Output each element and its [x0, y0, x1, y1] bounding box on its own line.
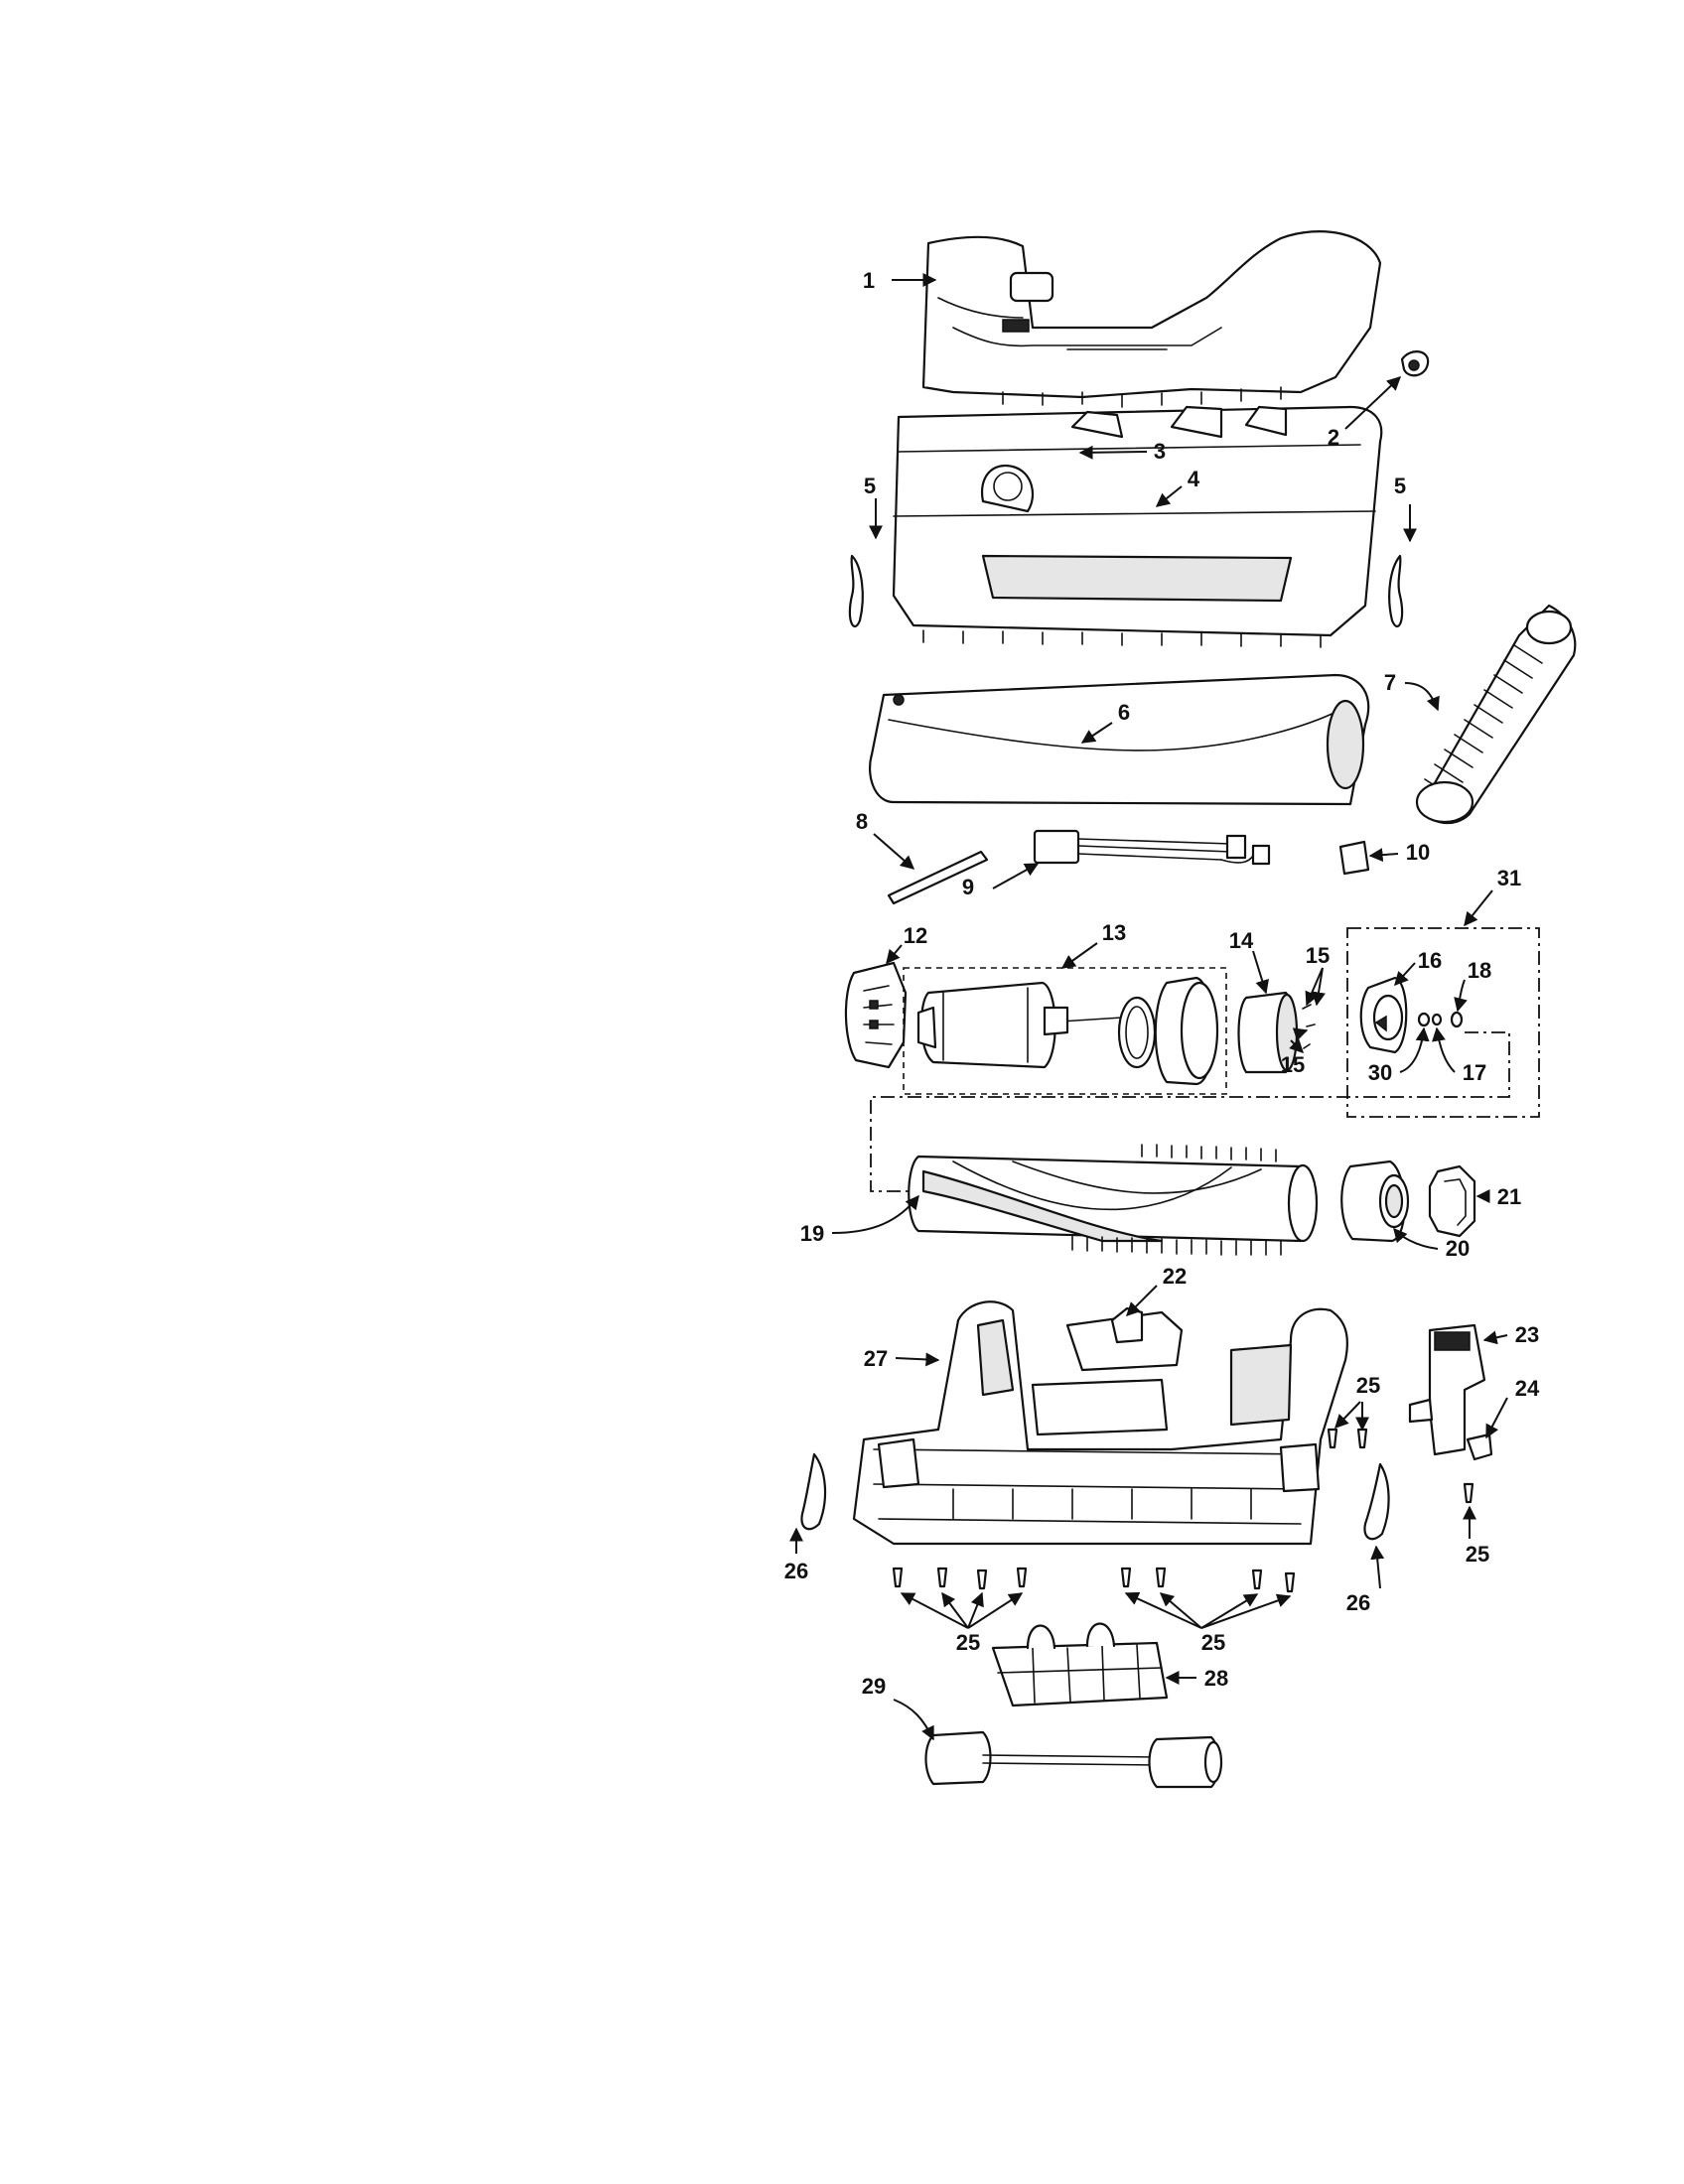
part-18-ring	[1450, 1011, 1464, 1028]
callout-14: 14	[1229, 928, 1254, 953]
part-1-hood	[921, 230, 1382, 408]
part-16-end-cap	[1359, 976, 1408, 1054]
part-23-latch	[1408, 1323, 1486, 1456]
callout-19: 19	[800, 1221, 824, 1246]
callout-3: 3	[1154, 439, 1166, 464]
part-5-right-clip	[1388, 554, 1404, 628]
callout-2: 2	[1328, 425, 1339, 450]
part-27-base	[852, 1300, 1348, 1546]
callout-5-left: 5	[864, 474, 876, 498]
part-13-motor-assembly	[903, 967, 1227, 1095]
callout-25-bottom-left: 25	[956, 1630, 980, 1655]
callout-26-right: 26	[1346, 1590, 1370, 1615]
part-2-clip	[1400, 350, 1430, 377]
callout-17: 17	[1463, 1060, 1486, 1085]
callout-25-right-upper: 25	[1356, 1373, 1380, 1398]
part-14-bearing-cup	[1237, 991, 1299, 1074]
callout-25-right-lower: 25	[1466, 1542, 1489, 1567]
callout-23: 23	[1515, 1322, 1539, 1347]
callout-30: 30	[1368, 1060, 1392, 1085]
part-26-left-hook	[800, 1452, 827, 1531]
part-4-upper-housing	[892, 405, 1383, 648]
part-6-bumper	[868, 673, 1370, 806]
callout-27: 27	[864, 1346, 888, 1371]
part-5-left-clip	[848, 554, 864, 628]
callout-16: 16	[1418, 948, 1442, 973]
callout-15-top: 15	[1306, 943, 1330, 968]
callout-13: 13	[1102, 920, 1126, 945]
part-20-end-cap	[1340, 1160, 1410, 1243]
part-7-hose	[1415, 604, 1577, 825]
part-30-washer	[1417, 1012, 1431, 1027]
callout-8: 8	[856, 809, 868, 834]
assembly-link-line	[870, 1031, 1510, 1192]
part-31-group-box	[1346, 927, 1540, 1118]
callout-1: 1	[863, 268, 875, 293]
part-17-washer	[1431, 1013, 1443, 1026]
callout-12: 12	[904, 923, 927, 948]
callout-5-right: 5	[1394, 474, 1406, 498]
callout-22: 22	[1163, 1264, 1187, 1289]
callout-28: 28	[1204, 1666, 1228, 1691]
callout-31: 31	[1497, 866, 1521, 890]
part-25-screws	[892, 1428, 1474, 1593]
callout-18: 18	[1468, 958, 1491, 983]
part-28-grate	[991, 1622, 1169, 1707]
callout-24: 24	[1515, 1376, 1540, 1401]
callout-26-left: 26	[784, 1559, 808, 1583]
part-21-hex-cap	[1428, 1164, 1476, 1238]
callout-25-bottom-right: 25	[1201, 1630, 1225, 1655]
part-15-screws	[1302, 1004, 1316, 1049]
callout-9: 9	[962, 875, 974, 899]
callout-7: 7	[1384, 670, 1396, 695]
callout-6: 6	[1118, 700, 1130, 725]
leader-lines	[789, 273, 1508, 1741]
callout-15-bottom: 15	[1281, 1052, 1305, 1077]
part-8-rod	[887, 850, 989, 905]
callout-20: 20	[1446, 1236, 1470, 1261]
part-19-brushroll	[908, 1144, 1319, 1256]
callout-10: 10	[1406, 840, 1430, 865]
part-12-motor-cover	[844, 961, 908, 1069]
callout-21: 21	[1497, 1184, 1521, 1209]
part-10-block	[1338, 840, 1370, 876]
part-29-axle	[924, 1730, 1223, 1789]
callout-labels: 1 2 3 4 5 5 6 7 8 9 10 31 12 13 14 15 15…	[784, 268, 1540, 1699]
callout-4: 4	[1188, 467, 1200, 491]
part-9-wire-harness	[1033, 829, 1271, 866]
part-24-bracket	[1466, 1433, 1493, 1461]
part-22-lever	[1065, 1306, 1184, 1372]
part-26-right-hook	[1363, 1462, 1390, 1541]
callout-29: 29	[862, 1674, 886, 1699]
